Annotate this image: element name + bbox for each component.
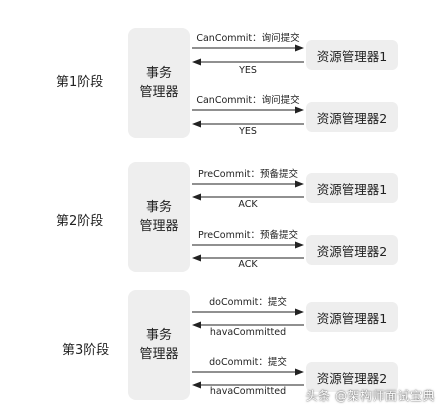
coordinator-line-1: 事务: [145, 200, 172, 215]
phase-1-label: 第1阶段: [56, 75, 104, 90]
phase-1-coordinator: 事务 管理器: [128, 28, 190, 138]
phase-1-response-arrow-2: [192, 119, 304, 129]
phase-1-resource-2: 资源管理器2: [306, 102, 398, 132]
phase-1-response-2: YES: [239, 126, 257, 137]
phase-2-request-arrow-2: [192, 240, 304, 250]
phase-2-coordinator: 事务 管理器: [128, 162, 190, 272]
phase-3-request-arrow-1: [192, 307, 304, 317]
phase-3-request-1: doCommit：提交: [209, 297, 287, 308]
phase-1-request-2: CanCommit：询问提交: [196, 95, 300, 106]
phase-3-request-arrow-2: [192, 367, 304, 377]
coordinator-line-1: 事务: [145, 328, 172, 343]
phase-2-request-arrow-1: [192, 179, 304, 189]
phase-1-request-arrow-2: [192, 105, 304, 115]
coordinator-line-1: 事务: [145, 66, 172, 81]
phase-1-request-arrow-1: [192, 43, 304, 53]
phase-3-resource-1: 资源管理器1: [306, 302, 398, 332]
phase-3-response-arrow-1: [192, 320, 304, 330]
phase-1-response-arrow-1: [192, 57, 304, 67]
phase-3-response-2: havaCommitted: [209, 386, 287, 397]
phase-3-label: 第3阶段: [62, 343, 110, 358]
phase-3-response-arrow-2: [192, 380, 304, 390]
phase-2-request-2: PreCommit：预备提交: [198, 230, 298, 241]
coordinator-line-2: 管理器: [139, 347, 179, 362]
phase-1-response-1: YES: [239, 65, 257, 76]
phase-1-resource-1: 资源管理器1: [306, 40, 398, 70]
phase-3-coordinator: 事务 管理器: [128, 290, 190, 400]
phase-2-resource-1: 资源管理器1: [306, 173, 398, 203]
phase-3-resource-2: 资源管理器2: [306, 362, 398, 392]
phase-2-response-arrow-1: [192, 192, 304, 202]
phase-3-response-1: havaCommitted: [209, 327, 287, 338]
phase-3-request-2: doCommit：提交: [209, 357, 287, 368]
coordinator-line-2: 管理器: [139, 219, 179, 234]
phase-2-request-1: PreCommit：预备提交: [198, 169, 298, 180]
phase-2-response-2: ACK: [238, 259, 258, 270]
phase-2-resource-2: 资源管理器2: [306, 235, 398, 265]
phase-2-response-1: ACK: [238, 199, 258, 210]
watermark: 头条 @架构师面试宝典: [305, 389, 435, 403]
phase-2-label: 第2阶段: [56, 214, 104, 229]
phase-2-response-arrow-2: [192, 253, 304, 263]
phase-1-request-1: CanCommit：询问提交: [196, 33, 300, 44]
coordinator-line-2: 管理器: [139, 85, 179, 100]
